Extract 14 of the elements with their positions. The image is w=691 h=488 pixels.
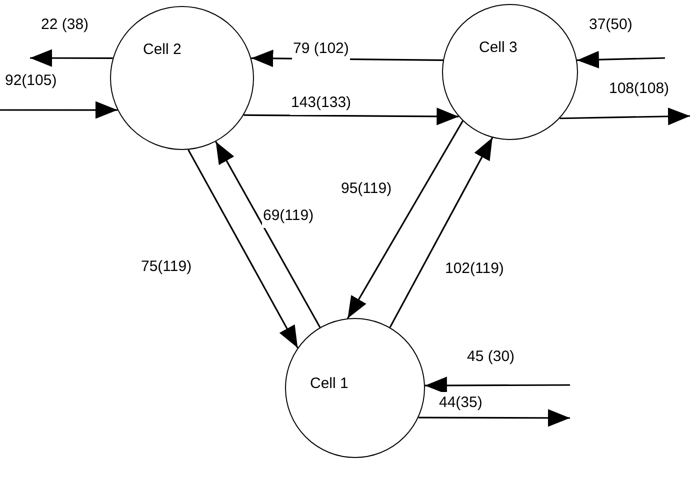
- arrow: [576, 50, 666, 68]
- arrow: [215, 141, 321, 328]
- arrow: [560, 108, 690, 126]
- arrow: [0, 101, 118, 119]
- arrow: [389, 137, 494, 328]
- arrow: [30, 49, 113, 67]
- cell-name: Cell 1: [310, 374, 348, 394]
- arrow: [244, 108, 459, 126]
- arrow: [424, 376, 570, 394]
- arrow: [188, 149, 298, 348]
- cell-name: Cell 3: [479, 38, 518, 58]
- cell-name: Cell 2: [143, 40, 182, 60]
- arrow: [418, 409, 570, 427]
- arrow: [347, 120, 464, 319]
